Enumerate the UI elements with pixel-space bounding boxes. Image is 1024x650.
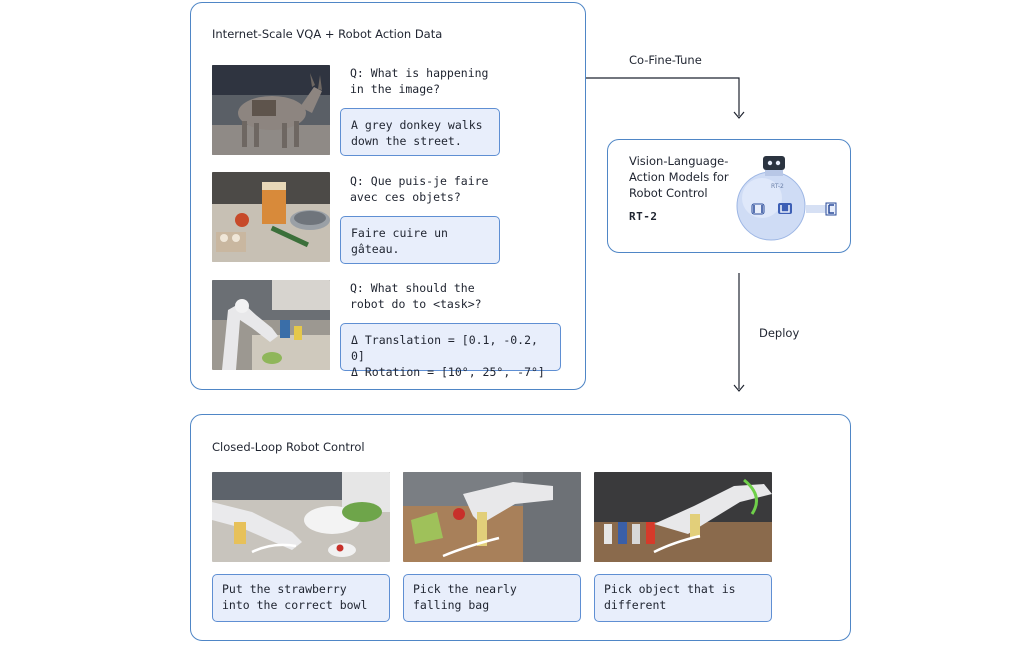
question-1: Q: What is happening in the image?: [350, 66, 489, 96]
vqa-panel-title: Internet-Scale VQA + Robot Action Data: [212, 27, 443, 41]
task-2-label: Pick the nearly falling bag: [403, 574, 581, 622]
cofinetune-label: Co-Fine-Tune: [629, 53, 702, 67]
task-1-label: Put the strawberry into the correct bowl: [212, 574, 390, 622]
deploy-label: Deploy: [759, 326, 800, 340]
answer-2: Faire cuire un gâteau.: [340, 216, 500, 264]
robot-arm-photo: [212, 280, 330, 370]
donkey-photo: [212, 65, 330, 155]
strawberry-task-photo: [212, 472, 390, 562]
question-3: Q: What should the robot do to <task>?: [350, 281, 482, 311]
rt2-model-name: RT-2: [629, 210, 658, 223]
question-2: Q: Que puis-je faire avec ces objets?: [350, 174, 489, 204]
falling-bag-task-photo: [403, 472, 581, 562]
baking-ingredients-photo: [212, 172, 330, 262]
different-object-task-photo: [594, 472, 772, 562]
rt2-model-panel: [607, 139, 851, 253]
control-panel-title: Closed-Loop Robot Control: [212, 440, 365, 454]
answer-3: Δ Translation = [0.1, -0.2, 0] Δ Rotatio…: [340, 323, 561, 379]
answer-1: A grey donkey walks down the street.: [340, 108, 500, 156]
task-3-label: Pick object that is different: [594, 574, 772, 622]
rt2-description: Vision-Language-Action Models for Robot …: [629, 154, 729, 200]
cofinetune-arrow: [586, 77, 740, 116]
